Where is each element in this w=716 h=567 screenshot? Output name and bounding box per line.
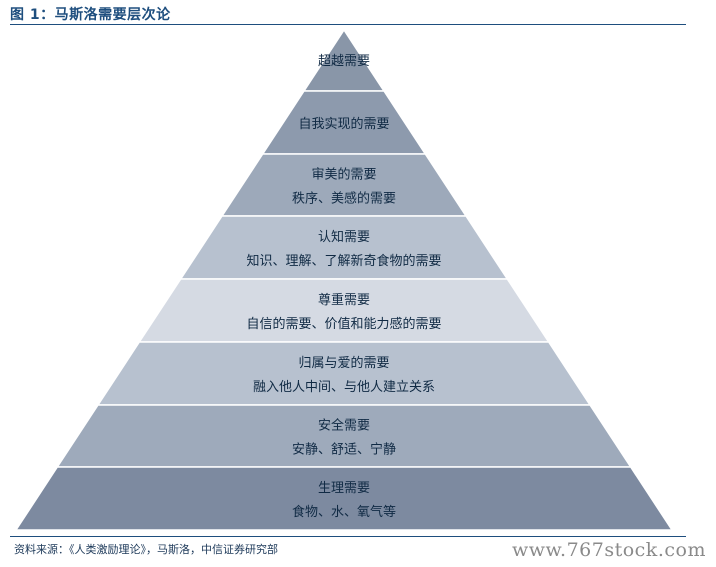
- layer-description: 食物、水、氧气等: [292, 504, 396, 520]
- layer-description: 安静、舒适、宁静: [292, 442, 396, 458]
- pyramid-layer-2: 自我实现的需要: [261, 90, 427, 155]
- layer-heading: 尊重需要: [318, 292, 370, 308]
- layer-description: 知识、理解、了解新奇食物的需要: [246, 253, 441, 269]
- layer-heading: 认知需要: [318, 229, 370, 245]
- layer-heading: 自我实现的需要: [298, 116, 389, 132]
- source-note: 资料来源：《人类激励理论》，马斯洛，中信证券研究部: [14, 543, 278, 556]
- layer-description: 融入他人中间、与他人建立关系: [253, 380, 435, 395]
- pyramid-layer-shape: [137, 278, 551, 343]
- pyramid-layer-shape: [179, 215, 509, 280]
- pyramid-layer-shape: [14, 466, 674, 531]
- pyramid-layer-shape: [220, 153, 468, 217]
- title-divider: [10, 24, 686, 25]
- layer-heading: 生理需要: [318, 481, 370, 496]
- figure-title: 图 1：马斯洛需要层次论: [10, 7, 171, 23]
- layer-heading: 安全需要: [318, 418, 370, 434]
- layer-heading: 归属与爱的需要: [298, 355, 389, 371]
- watermark: www.767stock.com: [512, 539, 706, 561]
- layer-heading: 超越需要: [318, 54, 370, 69]
- pyramid-layer-shape: [96, 341, 592, 406]
- source-divider: [10, 536, 686, 537]
- pyramid-layer-shape: [55, 404, 633, 468]
- layer-description: 自信的需要、价值和能力感的需要: [246, 316, 441, 332]
- layer-description: 秩序、美感的需要: [292, 191, 396, 207]
- pyramid-layer-1: 超越需要: [302, 28, 386, 92]
- layer-heading: 审美的需要: [311, 167, 376, 183]
